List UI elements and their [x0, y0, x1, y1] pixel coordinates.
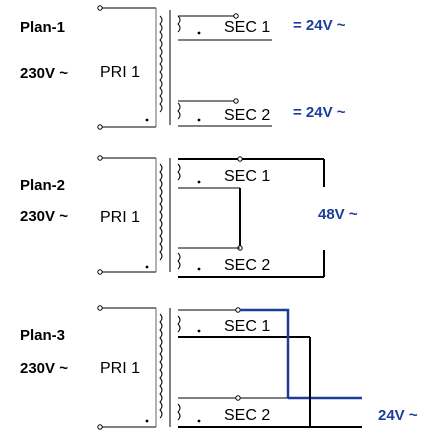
plan-3-title: Plan-3 [20, 327, 65, 344]
plan-1-sec2-output: = 24V ~ [293, 104, 346, 121]
plan-3-primary-dot [145, 419, 149, 423]
plan-1-primary-terminal-bottom [97, 124, 103, 130]
plan-1-title: Plan-1 [20, 19, 65, 36]
plan-3-group: Plan-3 230V ~ PRI 1 SEC 1 SEC 2 [20, 305, 418, 430]
plan-1-sec1-coil [177, 15, 181, 33]
plan-2-sec1-label: SEC 1 [224, 168, 270, 185]
plan-3-primary-terminal-bottom [97, 424, 103, 430]
plan-1-sec1-output: = 24V ~ [293, 17, 346, 34]
plan-1-sec1-label: SEC 1 [224, 19, 270, 36]
plan-1-sec2-terminal [233, 98, 239, 104]
plan-1-sec2-label: SEC 2 [224, 107, 270, 124]
plan-3-primary-label: PRI 1 [100, 360, 140, 377]
plan-2-group: Plan-2 230V ~ PRI 1 SEC 1 48V ~ SEC 2 [20, 155, 358, 278]
plan-2-primary-coil [159, 163, 163, 261]
plan-2-sec2-dot [197, 267, 201, 271]
plan-3-sec1-coil [177, 315, 181, 333]
plan-1-sec1-dot [197, 31, 201, 35]
plan-3-sec2-dot [197, 419, 201, 423]
plan-2-sec2-coil [177, 252, 181, 270]
plan-3-primary-coil [159, 313, 163, 419]
plan-2-primary-dot [145, 265, 149, 269]
plan-1-group: Plan-1 230V ~ PRI 1 SEC 1 = 24V ~ SEC 2 … [20, 5, 346, 130]
plan-3-sec1-dot [197, 329, 201, 333]
plan-2-sec1-terminal [237, 156, 243, 162]
plan-3-sec1-label: SEC 1 [224, 318, 270, 335]
plan-3-sec1-terminal [235, 307, 241, 313]
plan-3-sec2-label: SEC 2 [224, 407, 270, 424]
plan-1-input-voltage: 230V ~ [20, 65, 68, 82]
plan-1-primary-label: PRI 1 [100, 64, 140, 81]
plan-2-title: Plan-2 [20, 177, 65, 194]
plan-3-output: 24V ~ [378, 407, 418, 424]
plan-3-primary-terminal-top [97, 305, 103, 311]
plan-3-parallel-wire-a [240, 308, 290, 398]
plan-1-primary-coil [159, 15, 163, 113]
plan-3-sec2-terminal [235, 395, 241, 401]
plan-2-sec2-label: SEC 2 [224, 257, 270, 274]
plan-3-input-voltage: 230V ~ [20, 360, 68, 377]
plan-2-input-voltage: 230V ~ [20, 208, 68, 225]
plan-1-sec1-terminal [233, 13, 239, 19]
plan-3-sec2-coil [177, 403, 181, 421]
plan-2-primary-terminal-top [97, 155, 103, 161]
plan-1-sec2-dot [197, 118, 201, 122]
plan-1-primary-dot [145, 118, 149, 122]
plan-2-output: 48V ~ [318, 206, 358, 223]
plan-1-primary-terminal-top [97, 5, 103, 11]
plan-1-sec2-coil [177, 102, 181, 120]
plan-2-sec1-coil [177, 163, 181, 181]
plan-2-primary-terminal-bottom [97, 269, 103, 275]
plan-2-sec1-dot [197, 180, 201, 184]
plan-2-primary-label: PRI 1 [100, 209, 140, 226]
